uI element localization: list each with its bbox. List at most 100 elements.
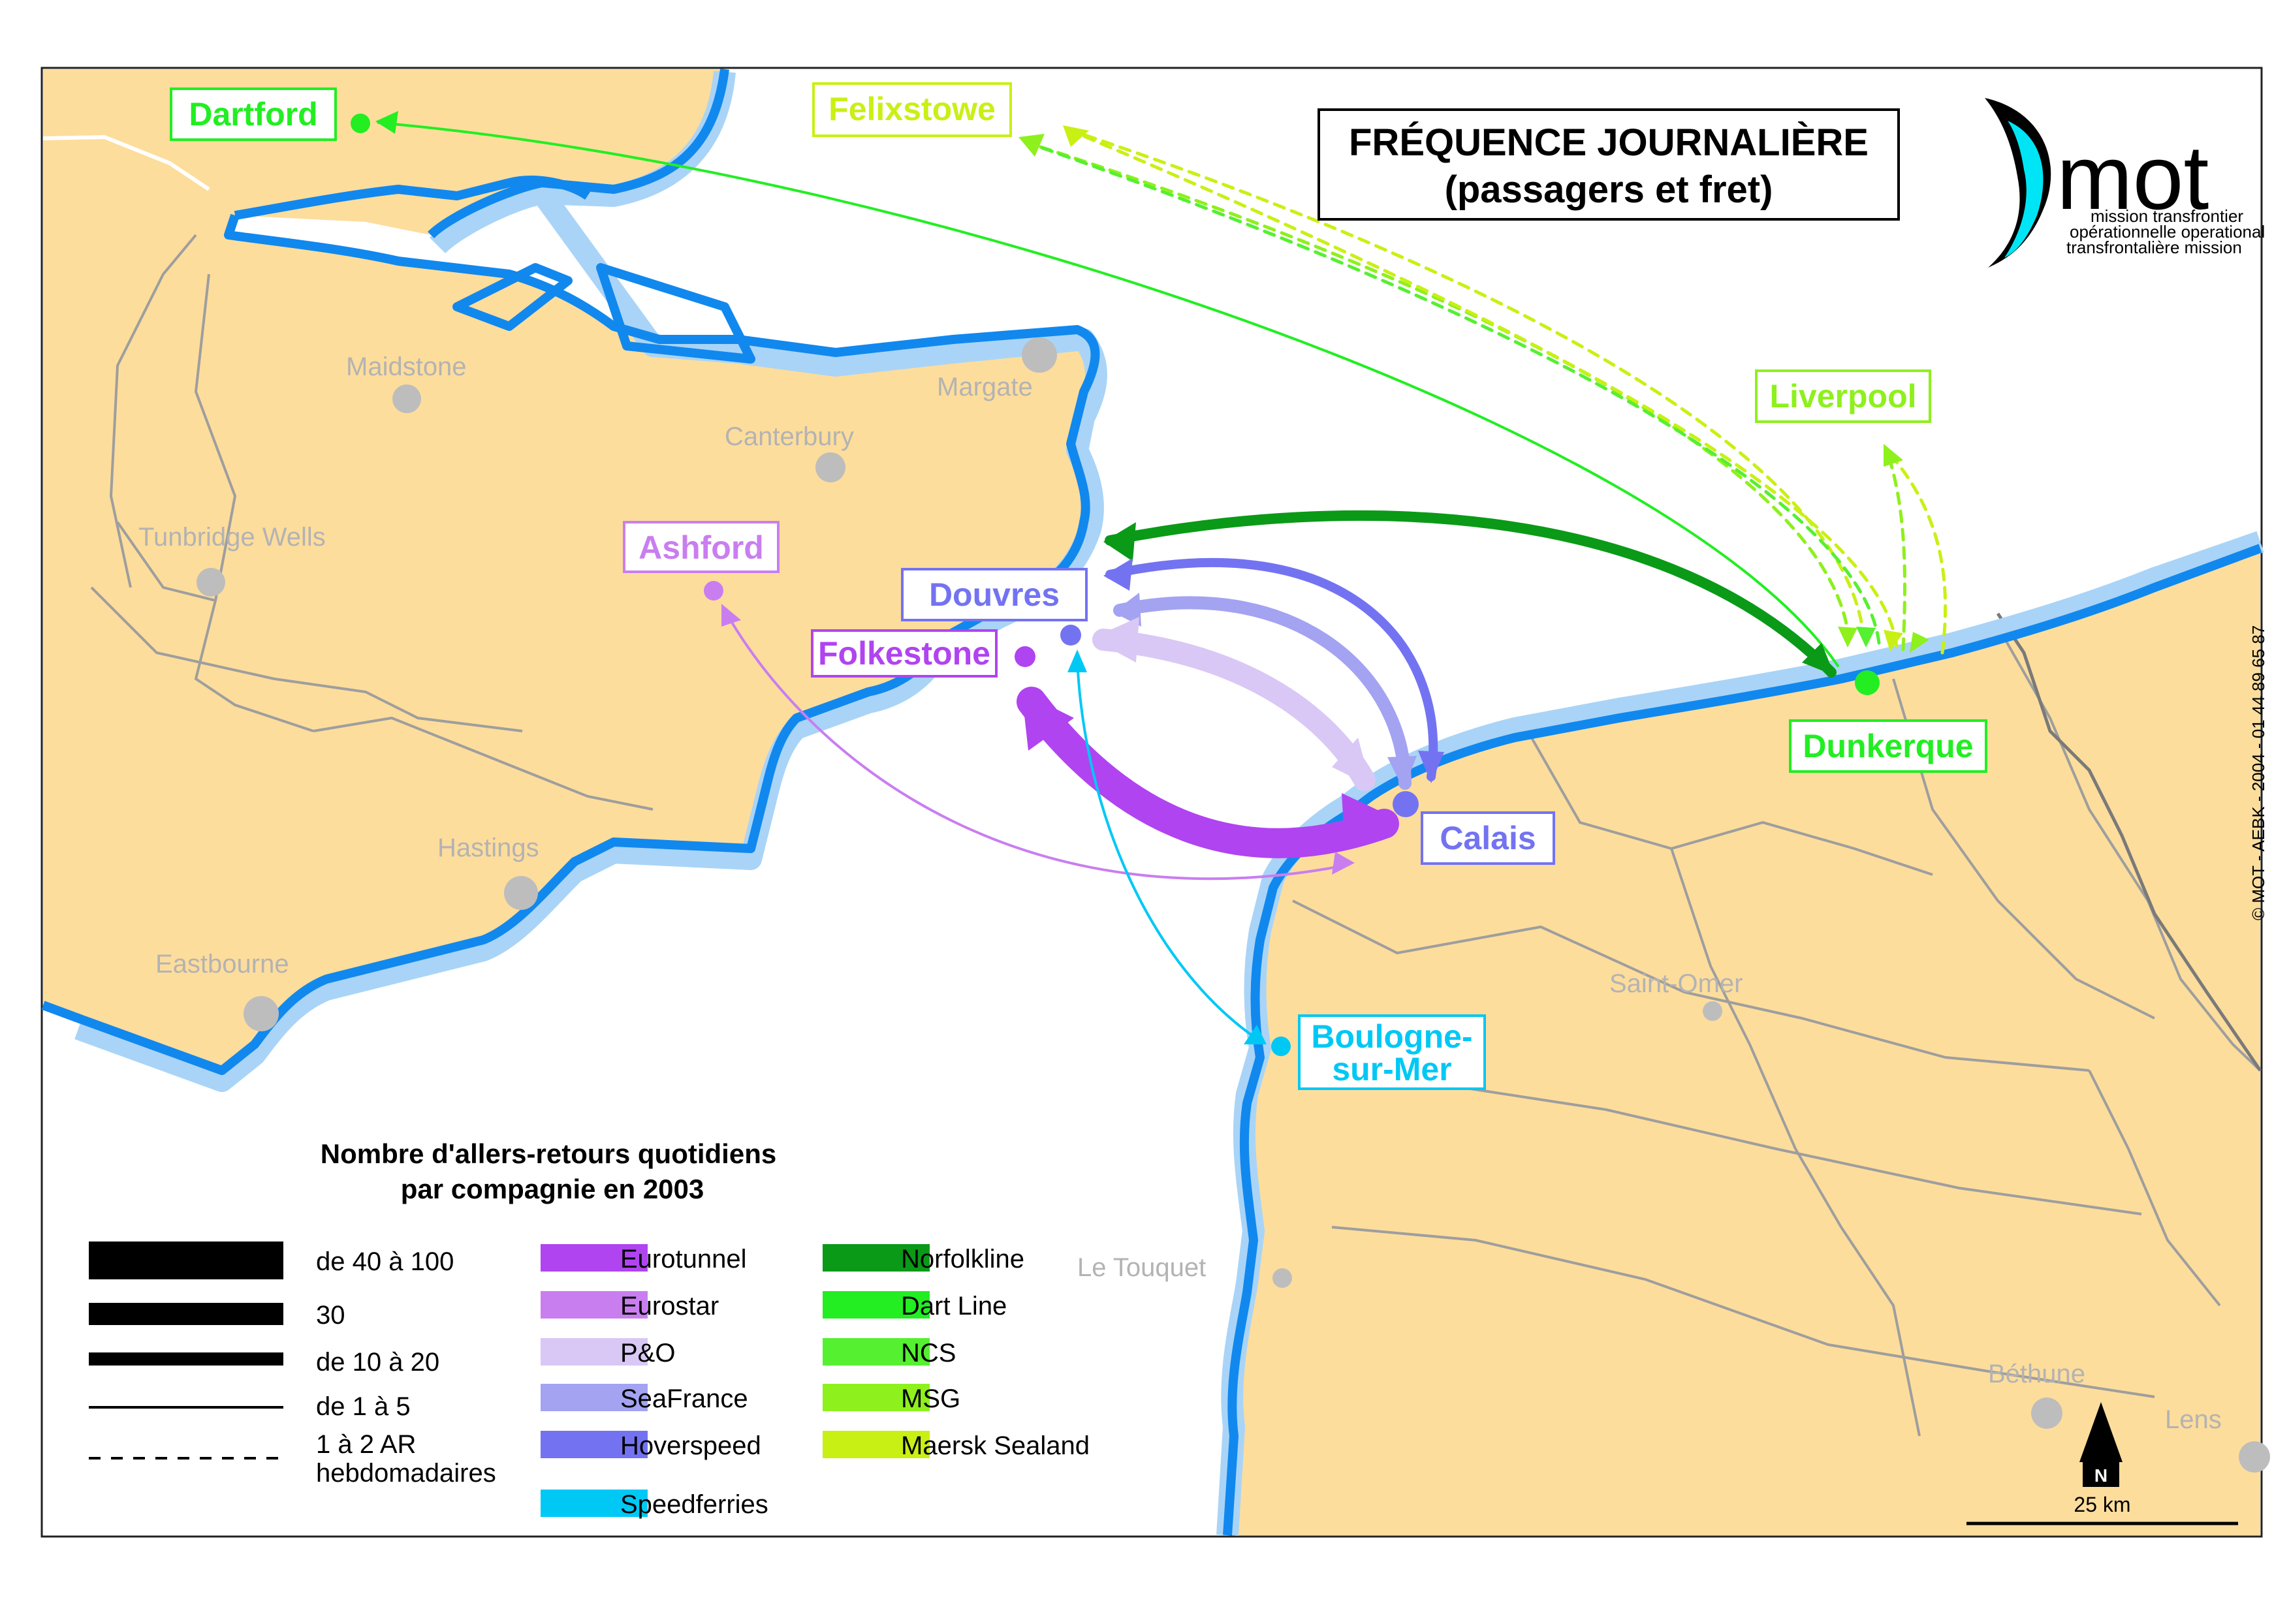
port-label-dartford: Dartford [189, 96, 317, 133]
france-land [1227, 548, 2260, 1535]
logo-text: mot [2057, 126, 2209, 228]
legend-widths: de 40 à 100 30 de 10 à 20 de 1 à 5 1 à 2… [89, 1241, 496, 1488]
legend-swatch-seafrance [541, 1384, 648, 1411]
city-label-bethune: Béthune [1988, 1360, 2085, 1388]
arrowhead-dunkerque-2 [1856, 627, 1876, 648]
arrowhead-seafrance-uk [1113, 593, 1141, 627]
legend-width-label-4: de 1 à 5 [316, 1392, 411, 1421]
city-dot-saintomer [1703, 1001, 1722, 1021]
port-label-douvres-group: Douvres [901, 568, 1088, 621]
legend-swatch-speedferries [541, 1490, 648, 1517]
arrowhead-dartline [375, 111, 398, 134]
city-label-eastbourne: Eastbourne [155, 950, 289, 978]
logo-tagline-2: opérationnelle operational [2070, 222, 2265, 242]
arrowhead-eurotunnel-fr [1342, 793, 1397, 849]
legend-title-2: par compagnie en 2003 [401, 1174, 704, 1204]
legend-swatch-dartline [823, 1291, 930, 1319]
legend-width-swatch-1 [89, 1241, 283, 1279]
port-label-dartford-group: Dartford [170, 87, 337, 141]
legend-label-msg: MSG [901, 1384, 960, 1413]
arrowhead-speedferries-fr [1244, 1025, 1267, 1044]
legend-width-label-6: hebdomadaires [316, 1459, 496, 1488]
arrowhead-eurotunnel-uk [1022, 692, 1074, 751]
mot-logo: mot mission transfrontier opérationnelle… [1985, 98, 2265, 268]
legend-swatch-maersk [823, 1431, 930, 1458]
arrowhead-felixstowe-2 [1063, 125, 1089, 147]
city-label-canterbury: Canterbury [725, 422, 854, 451]
legend-swatch-eurostar [541, 1291, 648, 1319]
scale-label: 25 km [2074, 1493, 2130, 1516]
legend-label-ncs: NCS [901, 1339, 956, 1367]
legend-companies: Eurotunnel Eurostar P&O SeaFrance Hovers… [541, 1244, 1090, 1519]
legend-swatch-ncs [823, 1338, 930, 1366]
port-dot-dartford [351, 114, 370, 133]
port-label-liverpool-group: Liverpool [1755, 369, 1931, 423]
legend-label-hoverspeed: Hoverspeed [620, 1431, 761, 1460]
arrowhead-liverpool [1884, 444, 1903, 467]
arrowhead-dunkerque-3 [1884, 630, 1903, 651]
port-label-calais-group: Calais [1421, 811, 1555, 865]
arrowhead-norfolkline-uk [1103, 522, 1136, 561]
legend-label-maersk: Maersk Sealand [901, 1431, 1090, 1460]
legend-label-norfolkline: Norfolkline [901, 1245, 1024, 1273]
port-label-douvres: Douvres [929, 576, 1060, 613]
city-label-lens: Lens [2165, 1405, 2222, 1434]
city-label-letouquet: Le Touquet [1077, 1253, 1206, 1282]
route-dartline [377, 121, 1839, 667]
route-ncs-dunkerque [1024, 140, 1881, 645]
legend-width-label-5: 1 à 2 AR [316, 1430, 416, 1459]
route-speedferries [1076, 658, 1261, 1042]
port-markers [351, 114, 1880, 1056]
route-norfolkline [1105, 510, 1837, 678]
england-land [43, 69, 1096, 1070]
port-label-felixstowe: Felixstowe [829, 91, 996, 127]
arrowhead-seafrance-fr [1387, 756, 1417, 790]
city-dot-maidstone [392, 384, 421, 413]
thames-river [42, 134, 210, 191]
route-arrowheads [375, 111, 1929, 1044]
city-dot-canterbury [815, 452, 845, 482]
city-label-tunbridge: Tunbridge Wells [138, 523, 326, 552]
title-line-2: (passagers et fret) [1445, 168, 1773, 211]
city-dot-margate [1022, 337, 1057, 373]
title-line-1: FRÉQUENCE JOURNALIÈRE [1349, 121, 1869, 164]
legend-width-label-3: de 10 à 20 [316, 1348, 439, 1377]
credit-text: © MOT - AEBK - 2004 - 01 44 89 65 87 [2249, 625, 2268, 920]
route-eurotunnel [1017, 687, 1399, 858]
port-label-boulogne-2: sur-Mer [1332, 1051, 1451, 1087]
title-box: FRÉQUENCE JOURNALIÈRE (passagers et fret… [1318, 108, 1900, 221]
port-label-felixstowe-group: Felixstowe [812, 82, 1012, 137]
port-label-folkestone: Folkestone [818, 635, 990, 672]
legend-label-eurostar: Eurostar [620, 1292, 719, 1320]
legend-label-speedferries: Speedferries [620, 1490, 768, 1519]
arrowhead-dunkerque-1 [1838, 627, 1857, 648]
port-label-dunkerque-group: Dunkerque [1789, 719, 1987, 773]
route-eurostar [723, 609, 1350, 881]
arrowhead-eurostar-fr [1332, 852, 1355, 875]
routes [377, 121, 1948, 1042]
port-dot-ashford [704, 581, 723, 601]
port-label-boulogne-1: Boulogne- [1311, 1018, 1472, 1055]
scale-bar: 25 km [1966, 1493, 2238, 1525]
arrowhead-po-fr [1332, 738, 1371, 787]
route-seafrance [1113, 596, 1412, 790]
north-arrow: N [2079, 1402, 2123, 1487]
city-label-margate: Margate [937, 373, 1033, 401]
port-label-liverpool: Liverpool [1769, 378, 1916, 414]
arrowhead-speedferries-uk [1067, 649, 1087, 672]
port-dot-calais [1393, 791, 1419, 817]
city-dot-letouquet [1272, 1268, 1292, 1288]
legend-width-swatch-2 [89, 1303, 283, 1325]
city-dot-lens [2239, 1441, 2270, 1473]
legend-label-seafrance: SeaFrance [620, 1384, 748, 1413]
legend-label-eurotunnel: Eurotunnel [620, 1245, 746, 1273]
legend-label-dartline: Dart Line [901, 1292, 1007, 1320]
legend-swatch-hoverspeed [541, 1431, 648, 1458]
city-dot-hastings [504, 876, 538, 910]
city-label-maidstone: Maidstone [346, 352, 467, 381]
port-label-ashford: Ashford [639, 529, 764, 566]
arrowhead-norfolkline-fr [1802, 643, 1835, 676]
legend-swatch-eurotunnel [541, 1244, 648, 1272]
port-label-boulogne-group: Boulogne- sur-Mer [1298, 1014, 1486, 1090]
